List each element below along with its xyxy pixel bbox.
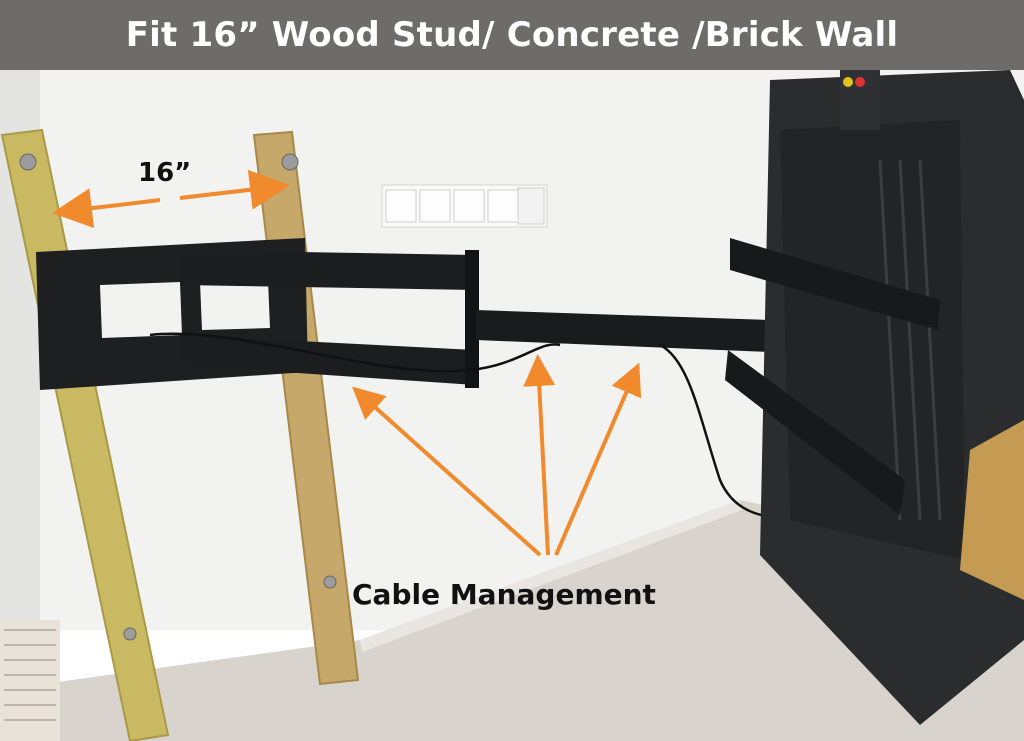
dimension-arrow-icon (52, 188, 161, 229)
dimension-arrow-icon (179, 169, 290, 210)
wall-outlets (381, 184, 548, 228)
mount-arm-2 (476, 310, 770, 352)
mount-arm-1-lower (180, 335, 475, 385)
banner-title: Fit 16” Wood Stud/ Concrete /Brick Wall (0, 0, 1024, 70)
mount-arm-1 (180, 250, 475, 290)
baseboard (360, 500, 742, 652)
arm-joint (465, 250, 479, 388)
cable-management-label: Cable Management (352, 578, 656, 611)
floor-vent (0, 620, 60, 741)
cabinet (960, 420, 1024, 600)
tv-back (725, 70, 1024, 725)
stud-spacing-label: 16” (138, 158, 192, 188)
stud-bolts (19, 153, 337, 641)
pointer-arrow-icon (554, 362, 642, 556)
photo-scene (0, 70, 1024, 741)
pointer-arrow-icon (352, 386, 542, 557)
pointer-arrow-icon (523, 354, 556, 556)
